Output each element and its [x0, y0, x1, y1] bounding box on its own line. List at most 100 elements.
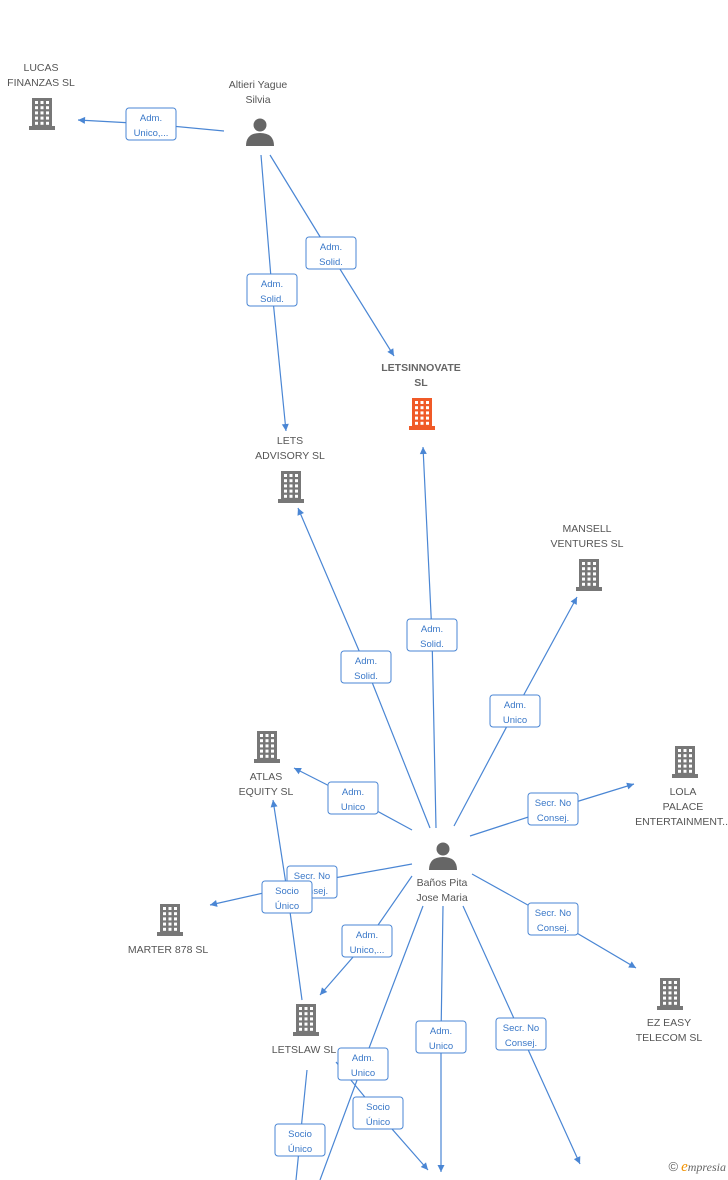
node-label: ENTERTAINMENT...: [635, 816, 728, 828]
edge-label-box: [527, 902, 579, 936]
node-marter[interactable]: MARTER 878 SL: [128, 904, 208, 956]
node-label: LOLA: [670, 786, 697, 798]
edge-label-box: [341, 924, 393, 958]
building-icon: [576, 559, 602, 591]
edge-label-text: Único: [275, 901, 299, 912]
edge-label-text: Solid.: [354, 671, 378, 682]
node-label: Altieri Yague: [229, 79, 288, 91]
building-icon: [254, 731, 280, 763]
edge-label[interactable]: Adm.Unico: [327, 781, 379, 815]
node-label: MARTER 878 SL: [128, 944, 208, 956]
node-label: LUCAS: [23, 62, 58, 74]
node-label: MANSELL: [562, 523, 611, 535]
edge-label[interactable]: Adm. Unico: [337, 1047, 389, 1081]
edge-label-box: [327, 781, 379, 815]
person-icon: [246, 118, 274, 146]
arrow-head-icon: [387, 348, 394, 356]
node-mansell[interactable]: MANSELL VENTURES SL: [551, 523, 624, 591]
node-label: TELECOM SL: [636, 1032, 703, 1044]
edge-label-text: Consej.: [505, 1038, 537, 1049]
edge-label-box: [495, 1017, 547, 1051]
edge-label-text: Adm.: [140, 113, 162, 124]
arrow-head-icon: [78, 116, 86, 124]
edge-label-box: [527, 792, 579, 826]
edge-label[interactable]: Adm. Unico: [415, 1020, 467, 1054]
edge-label[interactable]: Adm. Unico,...: [125, 107, 177, 141]
edge-label[interactable]: Adm.Solid.: [246, 273, 298, 307]
edge-labels-layer: Adm.Unico,...Adm.Solid.Adm.Solid.Adm.Sol…: [125, 107, 579, 1157]
node-letsinnovate[interactable]: LETSINNOVATE SL: [381, 362, 461, 430]
node-letslaw[interactable]: LETSLAW SL: [272, 1004, 337, 1056]
node-atlas[interactable]: ATLAS EQUITY SL: [239, 731, 294, 798]
brand-name: mpresia: [687, 1160, 726, 1174]
building-icon: [157, 904, 183, 936]
arrow-head-icon: [320, 987, 328, 995]
arrow-head-icon: [270, 800, 278, 808]
edge-label-box: [406, 618, 458, 652]
node-label: LETSINNOVATE: [381, 362, 461, 374]
arrow-head-icon: [281, 423, 289, 431]
edge-label-text: Socio: [366, 1102, 390, 1113]
person-icon: [429, 842, 457, 870]
edge-label-text: Secr. No: [535, 798, 571, 809]
building-icon: [29, 98, 55, 130]
node-label: EZ EASY: [647, 1017, 691, 1029]
arrow-head-icon: [210, 900, 218, 907]
node-label: Jose Maria: [416, 892, 468, 904]
edge-label-text: Único: [288, 1144, 312, 1155]
edge-label-box: [489, 694, 541, 728]
arrow-head-icon: [294, 768, 302, 775]
node-lets-advisory[interactable]: LETS ADVISORY SL: [255, 435, 325, 503]
empresia-watermark: ©empresia: [669, 1159, 727, 1176]
edge-label-box: [352, 1096, 404, 1130]
edges-layer: [77, 116, 637, 1180]
arrow-head-icon: [570, 597, 577, 605]
edge-label-text: Único: [366, 1117, 390, 1128]
node-label: PALACE: [663, 801, 704, 813]
edge-label[interactable]: Adm.Solid.: [340, 650, 392, 684]
edge-label-box: [305, 236, 357, 270]
arrow-head-icon: [297, 508, 304, 516]
node-label: EQUITY SL: [239, 786, 294, 798]
node-lola[interactable]: LOLA PALACE ENTERTAINMENT...: [635, 746, 728, 828]
building-icon: [657, 978, 683, 1010]
edge-label-text: Adm.: [421, 624, 443, 635]
node-ez-easy[interactable]: EZ EASY TELECOM SL: [636, 978, 703, 1044]
node-label: ADVISORY SL: [255, 450, 325, 462]
edge-label-text: Solid.: [420, 639, 444, 650]
building-icon: [409, 398, 435, 430]
edge-label[interactable]: Adm.Unico,...: [341, 924, 393, 958]
edge-label-text: Unico,...: [134, 128, 169, 139]
node-label: LETS: [277, 435, 303, 447]
arrow-head-icon: [626, 782, 634, 790]
node-label: ATLAS: [250, 771, 282, 783]
edge-label[interactable]: Adm.Solid.: [305, 236, 357, 270]
node-label: VENTURES SL: [551, 538, 624, 550]
edge-label[interactable]: Adm. Unico: [489, 694, 541, 728]
edge-label-text: Unico: [503, 715, 527, 726]
edge-label-text: Consej.: [537, 813, 569, 824]
edge-label-box: [125, 107, 177, 141]
edge-label-text: Adm.: [352, 1053, 374, 1064]
edge-label[interactable]: Secr. No Consej.: [527, 792, 579, 826]
edge-label-text: Adm.: [430, 1026, 452, 1037]
edge-label-text: Consej.: [537, 923, 569, 934]
node-label: Baños Pita: [417, 877, 468, 889]
edge-label-text: Adm.: [342, 787, 364, 798]
edge-label-text: Adm.: [320, 242, 342, 253]
edge-label[interactable]: Adm. Solid.: [406, 618, 458, 652]
edge-label-text: Unico: [429, 1041, 453, 1052]
edge-label-text: Unico: [351, 1068, 375, 1079]
node-label: SL: [414, 377, 428, 389]
edge-label-text: Unico,...: [350, 945, 385, 956]
edge-label-text: Adm.: [504, 700, 526, 711]
